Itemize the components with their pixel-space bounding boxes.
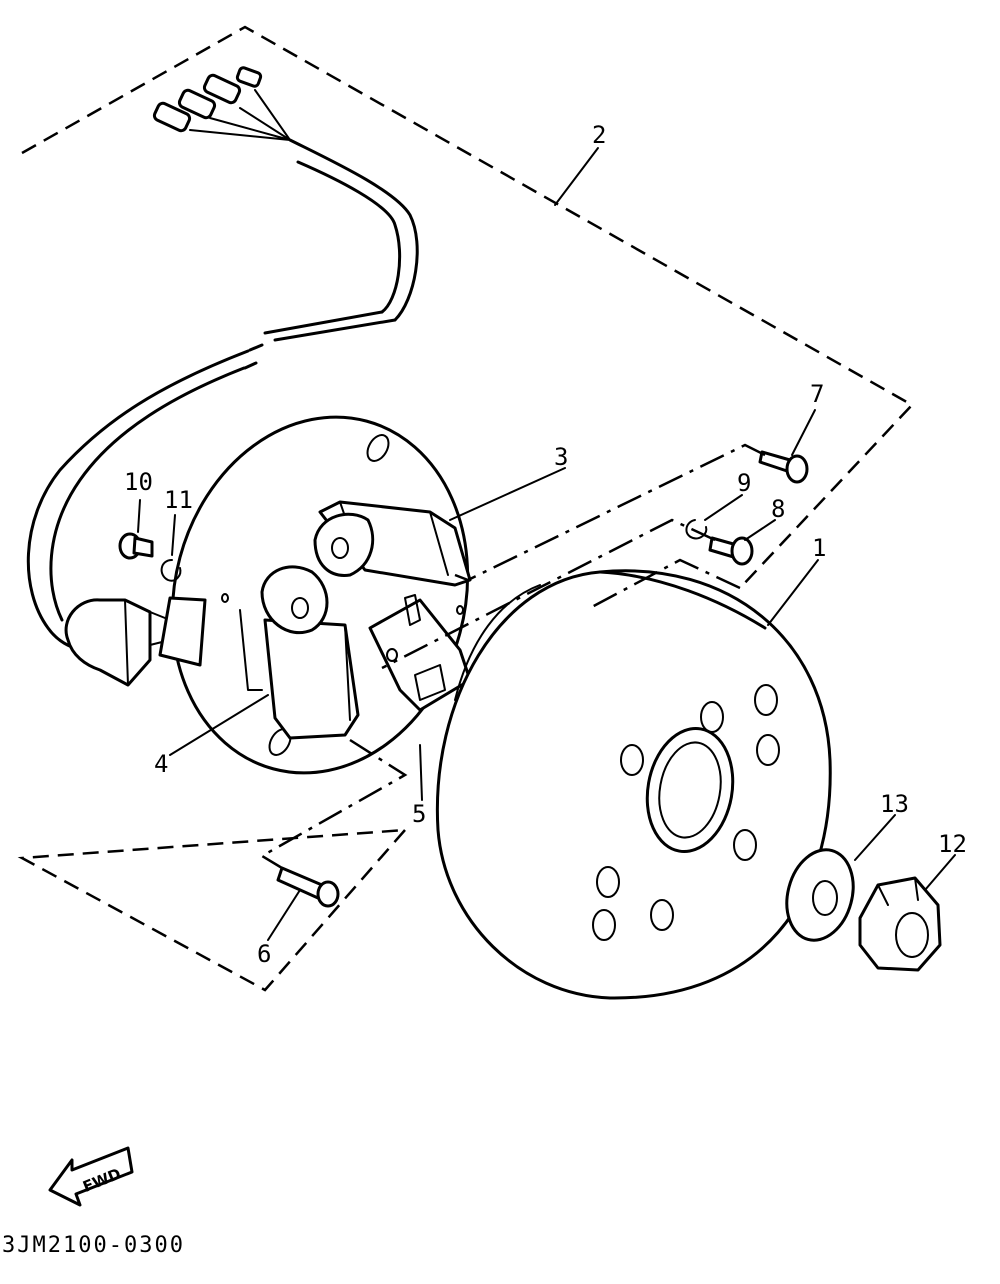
callout-7: 7	[810, 380, 824, 408]
lock-washer-11	[160, 559, 182, 582]
callout-10: 10	[124, 468, 153, 496]
callout-5: 5	[412, 800, 426, 828]
alignment-line-8	[381, 518, 716, 670]
callout-3: 3	[554, 443, 568, 471]
callout-11: 11	[164, 486, 193, 514]
flange-nut	[858, 876, 942, 972]
charging-coil	[313, 500, 472, 587]
screw-8	[708, 536, 754, 566]
callout-6: 6	[257, 940, 271, 968]
alignment-line-7	[454, 443, 766, 582]
wire-harness	[26, 66, 419, 687]
callout-8: 8	[771, 495, 785, 523]
drawing-code: 3JM2100-0300	[2, 1233, 185, 1258]
screw-10	[118, 532, 154, 560]
cable-clamp	[158, 596, 207, 667]
callout-9: 9	[737, 469, 751, 497]
callout-12: 12	[938, 830, 967, 858]
alignment-line-6	[259, 738, 408, 870]
leader-lines	[137, 147, 956, 941]
plain-washer	[785, 848, 855, 942]
source-coil	[239, 565, 360, 740]
lock-washer-9	[685, 519, 708, 540]
callout-1: 1	[812, 534, 826, 562]
callout-13: 13	[880, 790, 909, 818]
alignment-line-rotor	[589, 558, 741, 610]
stator-assembly-boundary	[17, 25, 915, 992]
callout-2: 2	[592, 121, 606, 149]
callout-labels: 1 2 3 4 5 6 7 8 9 10 11 12 13	[124, 121, 967, 968]
callout-4: 4	[154, 750, 168, 778]
fwd-arrow-icon: FWD	[48, 1146, 134, 1207]
flywheel-rotor	[435, 569, 832, 1000]
screw-6	[276, 866, 340, 908]
screw-7	[758, 450, 809, 484]
